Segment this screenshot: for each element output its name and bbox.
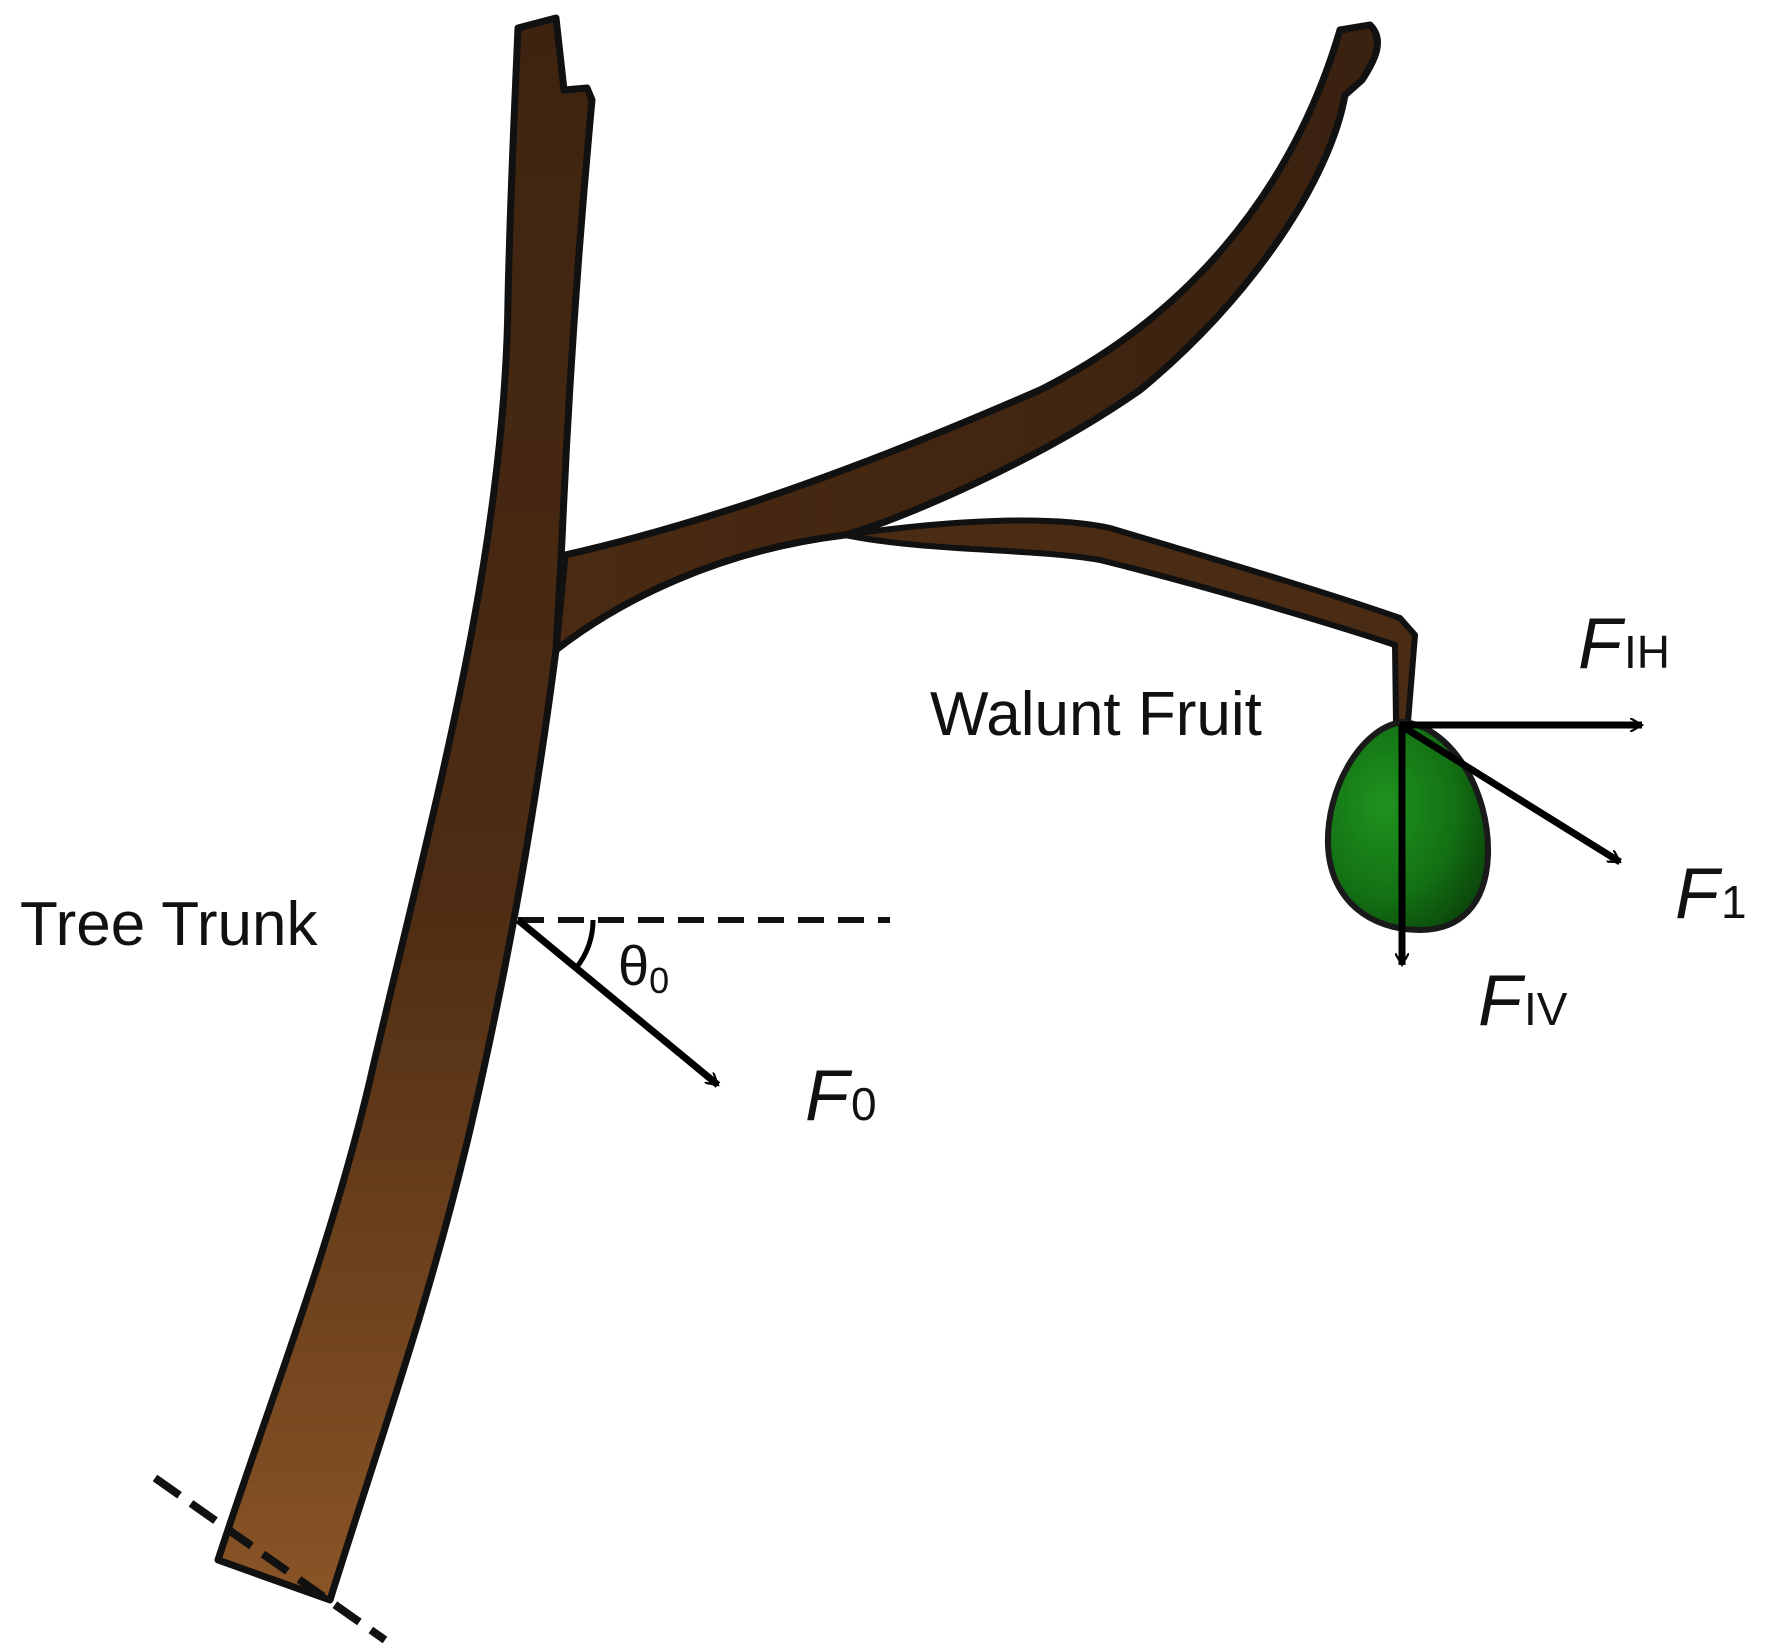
walnut-fruit-shape [1324, 718, 1492, 934]
walnut-fruit-label: Walunt Fruit [930, 680, 1262, 749]
force-label-F1: F1 [1675, 854, 1747, 934]
force-arrow-F0 [515, 917, 721, 1088]
tree-trunk-label: Tree Trunk [20, 890, 318, 959]
force-label-F0: F0 [805, 1056, 877, 1136]
force-label-FIH: FIH [1578, 604, 1670, 684]
force-arrow-F1 [1398, 722, 1620, 865]
tree-trunk-shape [214, 14, 596, 1604]
theta0-angle-arc [574, 919, 596, 970]
ground-line [152, 1474, 388, 1644]
upper-branch-shape [552, 21, 1381, 654]
force-label-FIV: FIV [1478, 961, 1568, 1041]
theta0-label: θ0 [618, 934, 669, 1001]
